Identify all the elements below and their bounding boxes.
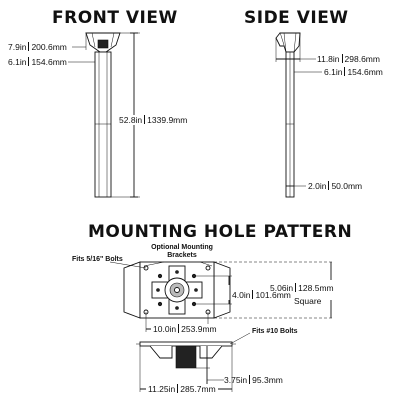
fits-5-16-bolts-note: Fits 5/16" Bolts <box>72 256 123 263</box>
optional-mounting-brackets-note: Optional Mounting Brackets <box>151 244 213 259</box>
side-view-title: SIDE VIEW <box>244 8 349 28</box>
square-label: Square <box>294 296 322 306</box>
side-view-drawing <box>275 32 322 198</box>
mounting-hole-pattern-title: MOUNTING HOLE PATTERN <box>88 222 353 242</box>
front-view-title: FRONT VIEW <box>52 8 178 28</box>
mounting-plate-drawing <box>109 261 334 332</box>
fits-10-bolts-note: Fits #10 Bolts <box>252 328 298 335</box>
base-profile-drawing <box>136 332 251 392</box>
